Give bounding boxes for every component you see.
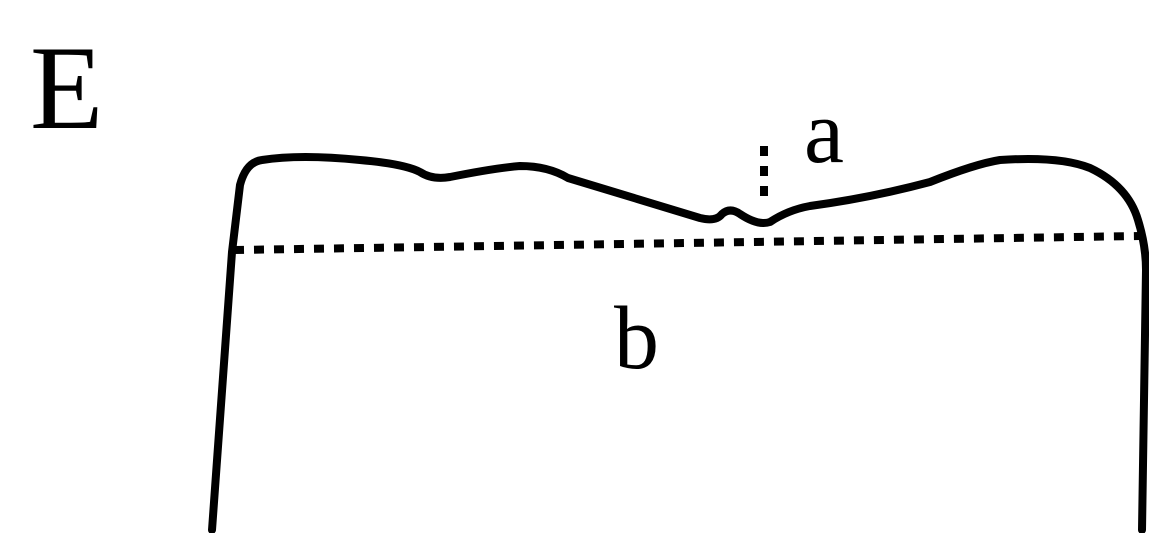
depth-label: a [804, 83, 844, 182]
panel-label: E [30, 21, 103, 154]
specimen-outline [208, 153, 1149, 533]
width-label: b [614, 289, 659, 388]
width-measure-line [233, 232, 1141, 254]
